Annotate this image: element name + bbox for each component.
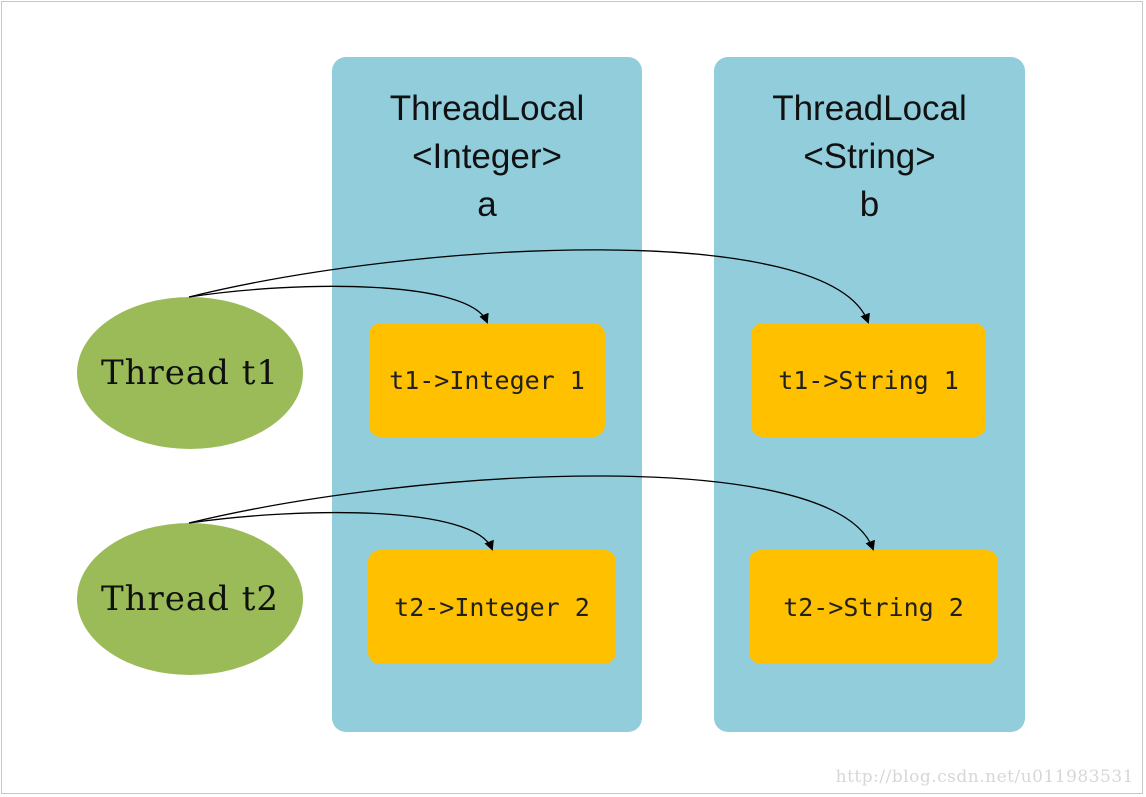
arrow-t2-to-integer [188, 511, 494, 551]
threadlocal-a-type: ThreadLocal [389, 89, 585, 128]
value-box-t1-integer: t1->Integer 1 [369, 323, 605, 437]
threadlocal-b-generic: <String> [803, 137, 936, 176]
value-t2-integer-label: t2->Integer 2 [394, 592, 590, 622]
value-t2-string-label: t2->String 2 [783, 592, 964, 622]
threadlocal-a-title: ThreadLocal <Integer> a [332, 85, 642, 229]
threadlocal-b-title: ThreadLocal <String> b [714, 85, 1025, 229]
threadlocal-b-type: ThreadLocal [772, 89, 967, 128]
threadlocal-a-name: a [477, 185, 497, 224]
value-t1-integer-label: t1->Integer 1 [389, 365, 585, 395]
value-t1-string-label: t1->String 1 [778, 365, 959, 395]
arrow-t1-to-integer [188, 285, 489, 324]
watermark-text: http://blog.csdn.net/u011983531 [835, 767, 1134, 787]
threadlocal-b-name: b [859, 185, 880, 224]
thread-t1-label: Thread t1 [100, 353, 280, 393]
value-box-t2-string: t2->String 2 [749, 550, 998, 664]
threadlocal-a-generic: <Integer> [412, 137, 562, 176]
arrow-t1-to-string [188, 249, 870, 324]
thread-t2-label: Thread t2 [100, 579, 280, 619]
thread-t2-node: Thread t2 [77, 523, 303, 675]
arrow-t2-to-string [188, 475, 875, 551]
value-box-t1-string: t1->String 1 [751, 323, 986, 437]
thread-t1-node: Thread t1 [77, 297, 303, 449]
value-box-t2-integer: t2->Integer 2 [368, 550, 616, 664]
